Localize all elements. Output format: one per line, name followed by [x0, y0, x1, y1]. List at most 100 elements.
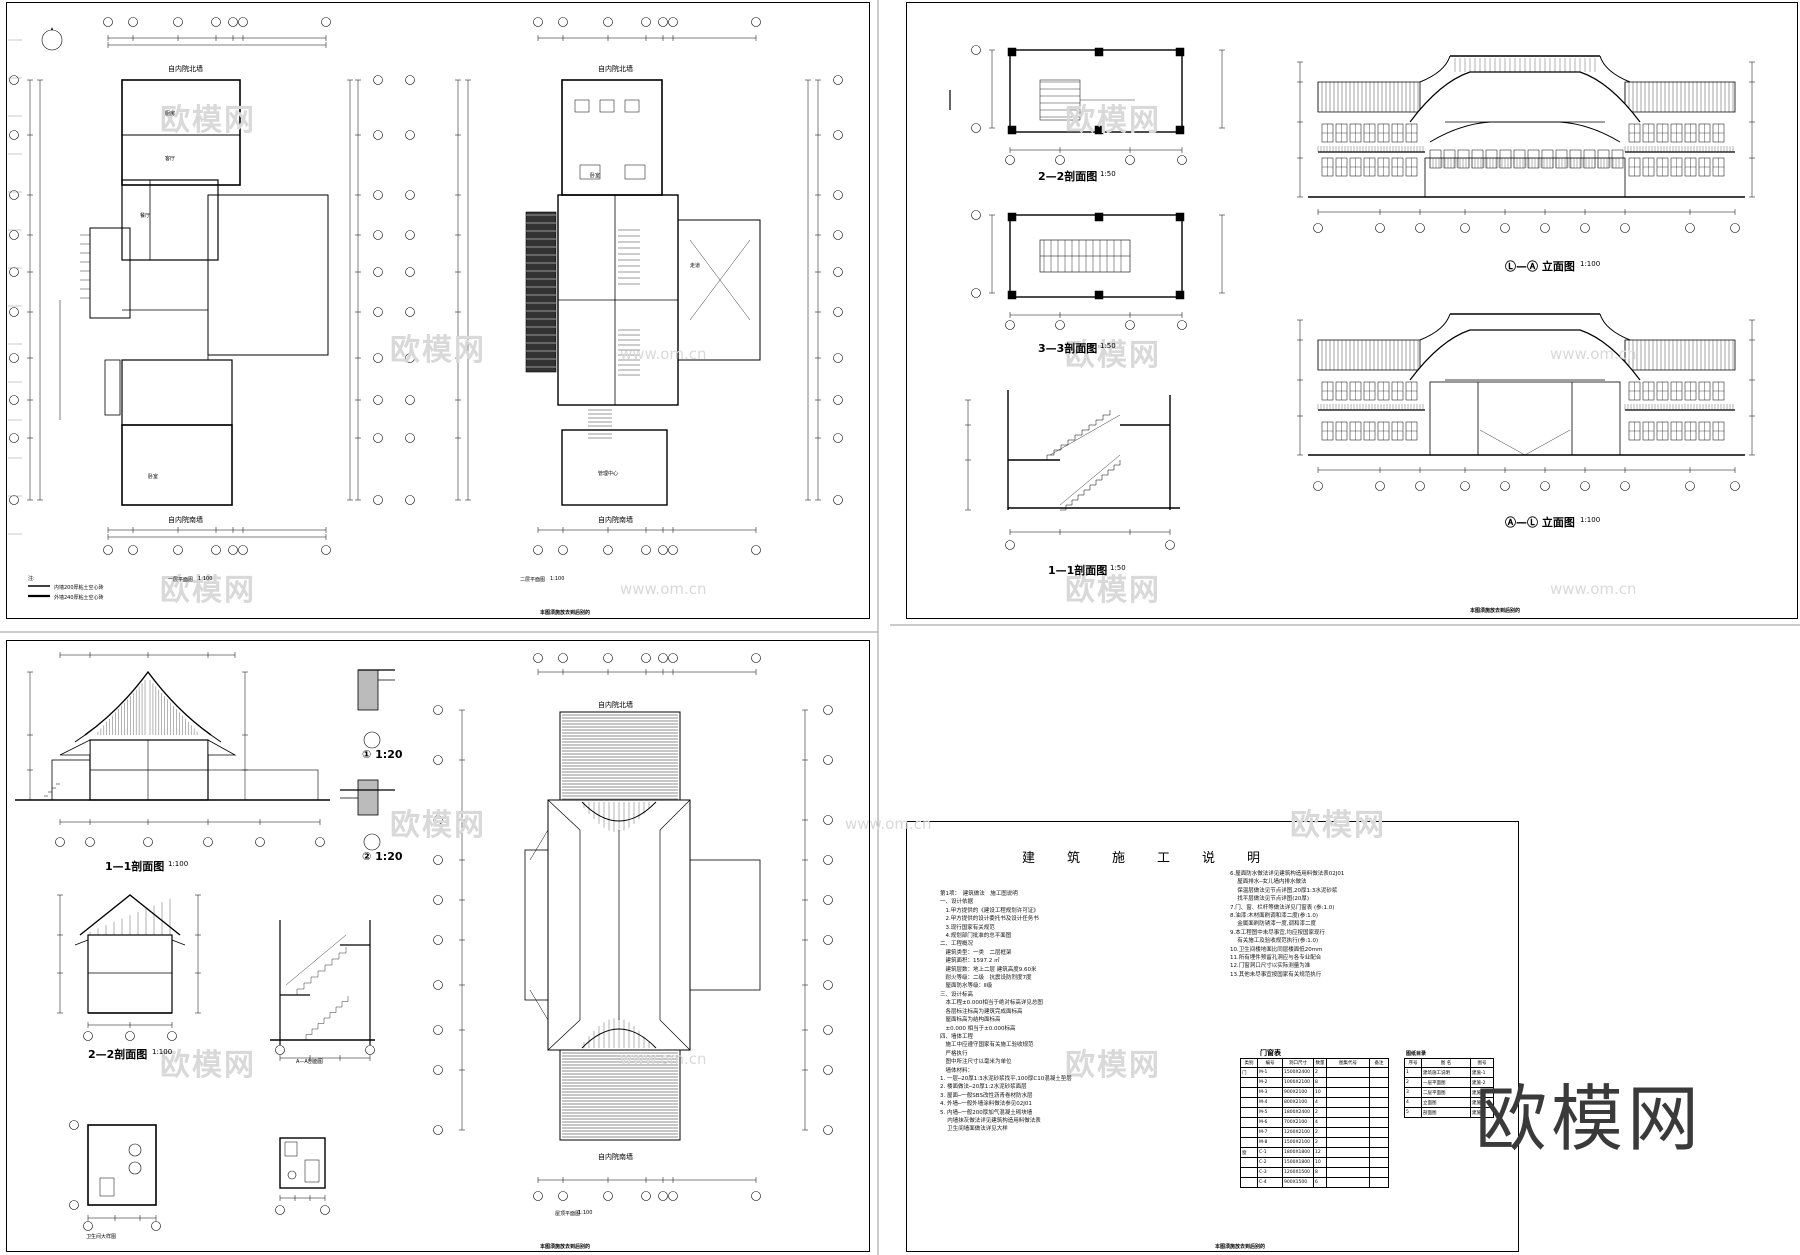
window [1611, 149, 1624, 169]
axis-bubble [658, 545, 668, 555]
column [1007, 212, 1017, 222]
axis-bubble [1500, 481, 1510, 491]
axis-bubble [255, 837, 265, 847]
axis-bubble [833, 307, 843, 317]
axis-bubble [143, 837, 153, 847]
axis-bubble [1415, 481, 1425, 491]
column [1175, 212, 1185, 222]
axis-bubble [433, 1025, 443, 1035]
column [1007, 47, 1017, 57]
side-roof [1624, 81, 1736, 113]
wall-outline [51, 759, 91, 801]
watermark-url: www.om.cn [1550, 345, 1637, 363]
axis-bubble [823, 755, 833, 765]
window [1429, 149, 1442, 169]
axis-bubble [603, 17, 613, 27]
sheet-title: 本图须施放去到后别的 [1215, 1244, 1266, 1250]
axis-bubble [1620, 481, 1630, 491]
fixture [128, 1161, 142, 1175]
axis-bubble [167, 1031, 177, 1041]
axis-bubble [1730, 223, 1740, 233]
axis-bubble [971, 123, 981, 133]
axis-bubble [533, 1191, 543, 1201]
axis-bubble [373, 395, 383, 405]
axis-bubble [533, 545, 543, 555]
window [1485, 149, 1498, 169]
cad-path [74, 734, 222, 743]
watermark-brand: 欧模网 [390, 333, 486, 368]
room-label: 餐厅 [140, 213, 151, 219]
watermark-url: www.om.cn [620, 345, 707, 363]
cad-line [529, 989, 549, 1021]
axis-bubble [238, 17, 248, 27]
road-label: 自内院南墙 [168, 516, 203, 524]
axis-bubble [533, 653, 543, 663]
axis-bubble [83, 1031, 93, 1041]
window [1555, 149, 1568, 169]
axis-bubble [1177, 155, 1187, 165]
axis-bubble [69, 1120, 79, 1130]
axis-bubble [9, 307, 19, 317]
wall-outline [284, 1141, 298, 1157]
column [1175, 125, 1185, 135]
axis-bubble [373, 75, 383, 85]
road-label: 自内院南墙 [598, 1153, 633, 1161]
window [1541, 149, 1554, 169]
axis-bubble [751, 17, 761, 27]
axis-bubble [558, 653, 568, 663]
window [1527, 149, 1540, 169]
axis-bubble [1540, 223, 1550, 233]
axis-bubble [373, 267, 383, 277]
cad-line [285, 934, 347, 986]
main-roof [1409, 71, 1641, 123]
road-label: 自内院北墙 [598, 65, 633, 73]
plan-title: 二层平面图 [520, 577, 546, 583]
axis-bubble [433, 815, 443, 825]
axis-bubble [238, 545, 248, 555]
window [1513, 149, 1526, 169]
window [1471, 149, 1484, 169]
cad-line [1479, 429, 1526, 456]
axis-bubble [833, 75, 843, 85]
axis-bubble [365, 1045, 375, 1055]
axis-bubble [1313, 481, 1323, 491]
fixture [287, 1170, 297, 1180]
cad-path [547, 799, 691, 1051]
axis-bubble [658, 17, 668, 27]
window [1569, 149, 1582, 169]
axis-bubble [833, 190, 843, 200]
axis-bubble [1375, 223, 1385, 233]
axis-bubble [128, 17, 138, 27]
axis-bubble [433, 980, 443, 990]
axis-bubble [603, 545, 613, 555]
room-label: 走道 [690, 263, 701, 269]
axis-bubble [228, 545, 238, 555]
watermark-brand: 欧模网 [1290, 808, 1386, 843]
column [1175, 47, 1185, 57]
elevation-scale: 1:100 [1580, 516, 1601, 524]
wall-outline [599, 99, 615, 113]
axis-bubble [405, 395, 415, 405]
section-scale: 1:50 [1110, 564, 1126, 572]
axis-bubble [433, 895, 443, 905]
cad-line [171, 939, 186, 946]
sheet-title: 本图须施放去到后别的 [1470, 608, 1521, 614]
sheet-title: 本图须施放去到后别的 [540, 610, 591, 616]
wall-outline [624, 164, 646, 180]
plan-scale: 1:100 [550, 576, 565, 582]
room-label: 客厅 [165, 156, 176, 162]
detail-label: ② 1:20 [362, 850, 403, 863]
wall-outline [87, 1124, 157, 1206]
section-scale: 1:100 [168, 860, 189, 868]
wall-outline [99, 1177, 115, 1197]
wall-outline [87, 934, 173, 1014]
cad-path [1419, 313, 1451, 341]
axis-bubble [668, 1191, 678, 1201]
axis-bubble [373, 433, 383, 443]
window [1583, 149, 1596, 169]
section-scale: 1:50 [1100, 342, 1116, 350]
detail-bubble [363, 731, 381, 749]
